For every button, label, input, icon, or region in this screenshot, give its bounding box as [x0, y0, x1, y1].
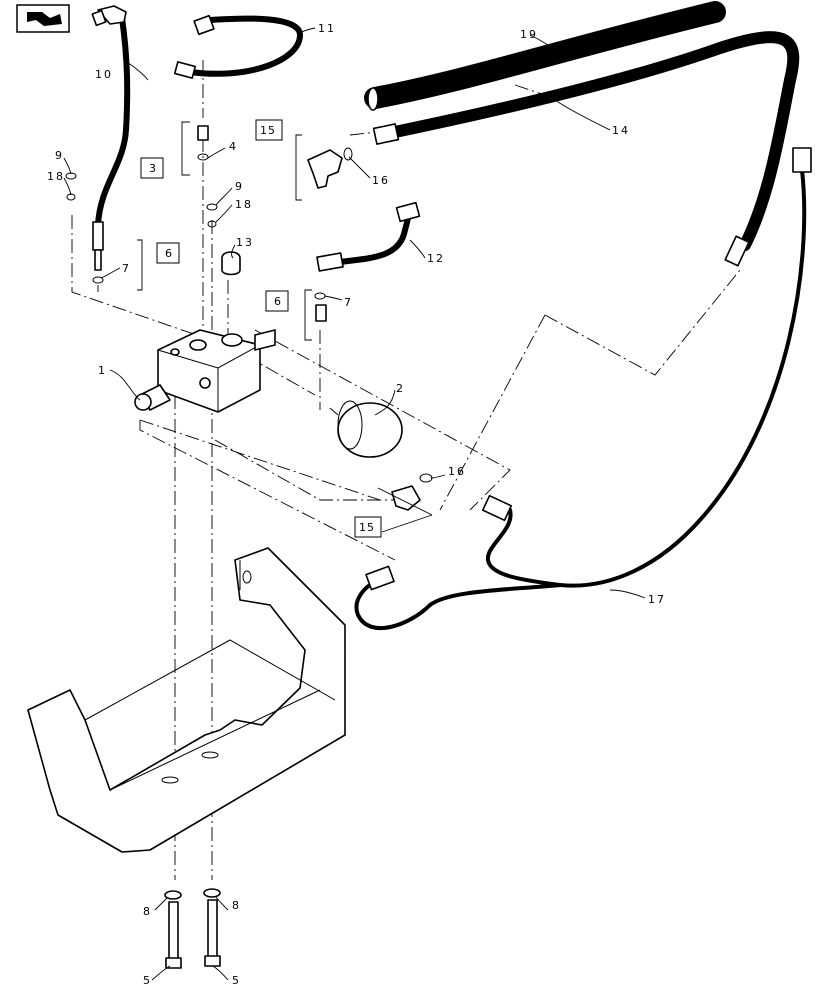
page-navigation-icon[interactable]	[16, 4, 70, 33]
hose-10	[91, 5, 131, 271]
leader-lines	[63, 27, 646, 981]
callout-10: 10	[95, 68, 113, 81]
hose-11	[173, 14, 304, 79]
callout-19: 19	[520, 28, 538, 41]
bolts	[164, 888, 221, 969]
callout-box-6a-label: 6	[165, 247, 173, 260]
callout-16b: 16	[448, 465, 466, 478]
callout-box-6b-label: 6	[274, 295, 282, 308]
centre-lines	[71, 60, 741, 880]
boxed-callouts: 3 6 6 15 15	[140, 119, 382, 538]
callout-5a: 5	[143, 974, 152, 987]
fittings	[65, 125, 433, 511]
callout-1: 1	[98, 364, 107, 377]
callout-7b: 7	[344, 296, 353, 309]
callout-box-6b	[265, 290, 289, 312]
callout-11: 11	[318, 22, 336, 35]
harness-17	[354, 147, 812, 631]
callout-2: 2	[396, 382, 405, 395]
callout-box-15a-label: 15	[260, 124, 276, 137]
hose-19	[364, 1, 726, 111]
callout-box-6a	[156, 242, 180, 264]
callout-17: 17	[648, 593, 666, 606]
callout-5b: 5	[232, 974, 241, 987]
callout-box-15b-label: 15	[359, 521, 375, 534]
callout-14: 14	[612, 124, 630, 137]
hose-12	[316, 201, 421, 272]
callout-8a: 8	[143, 905, 152, 918]
callout-8b: 8	[232, 899, 241, 912]
callout-box-15a	[255, 119, 283, 141]
callout-16a: 16	[372, 174, 390, 187]
mounting-bracket	[27, 547, 346, 853]
callout-12: 12	[427, 252, 445, 265]
callout-4: 4	[229, 140, 238, 153]
callout-box-3-label: 3	[149, 162, 157, 175]
callout-9a: 9	[55, 149, 64, 162]
callout-7a: 7	[122, 262, 131, 275]
section-brackets	[137, 121, 433, 533]
callout-13: 13	[236, 236, 254, 249]
hose-14	[372, 31, 800, 267]
callout-9b: 9	[235, 180, 244, 193]
callout-box-15b	[354, 516, 382, 538]
valve-block	[134, 329, 276, 413]
callout-18b: 18	[235, 198, 253, 211]
accumulator	[329, 400, 403, 458]
callout-box-3	[140, 157, 164, 179]
callout-18a: 18	[47, 170, 65, 183]
